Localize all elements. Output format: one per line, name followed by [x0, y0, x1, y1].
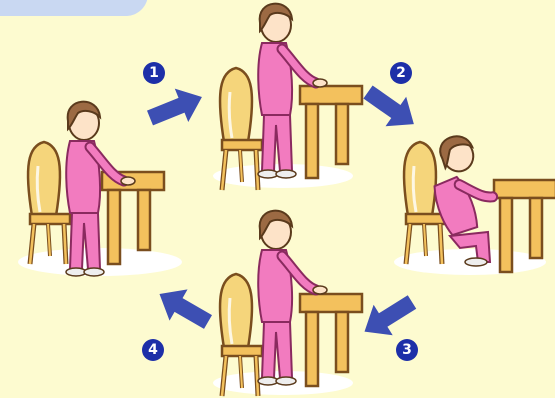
step-badge-3: 3 [396, 339, 418, 361]
step-badge-4: 4 [142, 339, 164, 361]
scene-start [28, 102, 164, 276]
arrow-icon [355, 287, 422, 347]
chair-icon [220, 68, 262, 190]
chair-icon [28, 142, 70, 264]
chair-icon [220, 274, 262, 396]
step-badge-1: 1 [143, 62, 165, 84]
step-badge-2: 2 [390, 62, 412, 84]
arrow-icon [143, 80, 208, 134]
scene-step-3 [220, 211, 362, 396]
person-feet [465, 258, 487, 266]
arrow-icon [358, 77, 425, 139]
table-icon [300, 86, 362, 178]
scene-step-1 [220, 4, 362, 190]
arrow-icon [151, 278, 217, 337]
table-icon [300, 294, 362, 386]
scene-step-2 [404, 131, 555, 272]
